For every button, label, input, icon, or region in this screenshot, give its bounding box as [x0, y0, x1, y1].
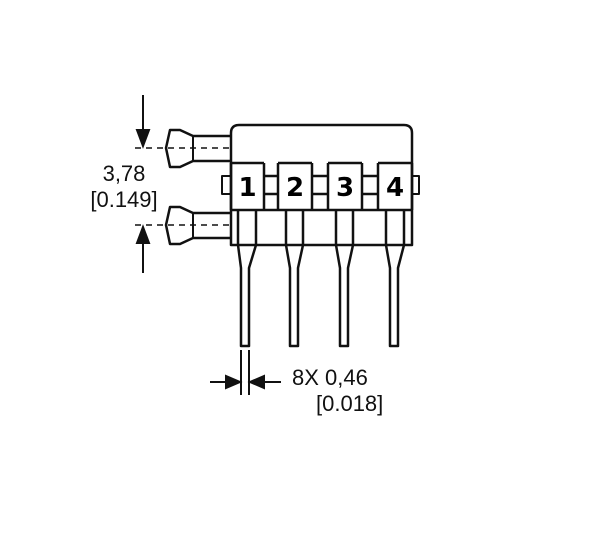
lead-4	[384, 210, 406, 348]
pin-label-1: 1	[238, 173, 256, 203]
lead-2	[284, 210, 305, 348]
pin-label-4: 4	[386, 173, 404, 203]
vertical-dim-metric: 3,78	[103, 161, 146, 186]
pin-width-metric: 8X 0,46	[292, 365, 368, 390]
pin-label-3: 3	[336, 173, 354, 203]
pin-box-2	[276, 161, 314, 210]
lower-pressure-port	[164, 205, 231, 246]
upper-pressure-port	[164, 128, 231, 169]
pin-box-4	[376, 161, 414, 210]
pin-width-right-arrow	[247, 374, 265, 390]
vertical-dim-upper-arrow	[135, 129, 151, 149]
pin-width-left-arrow	[225, 374, 243, 390]
sensor-body	[229, 123, 414, 247]
vertical-dim-imperial: [0.149]	[90, 187, 157, 212]
lead-3	[334, 210, 355, 348]
pin-label-2: 2	[286, 173, 304, 203]
pin-width-imperial: [0.018]	[316, 391, 383, 416]
vertical-dim-lower-arrow	[135, 224, 151, 244]
pin-box-1	[229, 161, 266, 210]
left-side-tab	[221, 175, 232, 195]
pin-box-3	[326, 161, 364, 210]
lead-1	[236, 210, 258, 348]
